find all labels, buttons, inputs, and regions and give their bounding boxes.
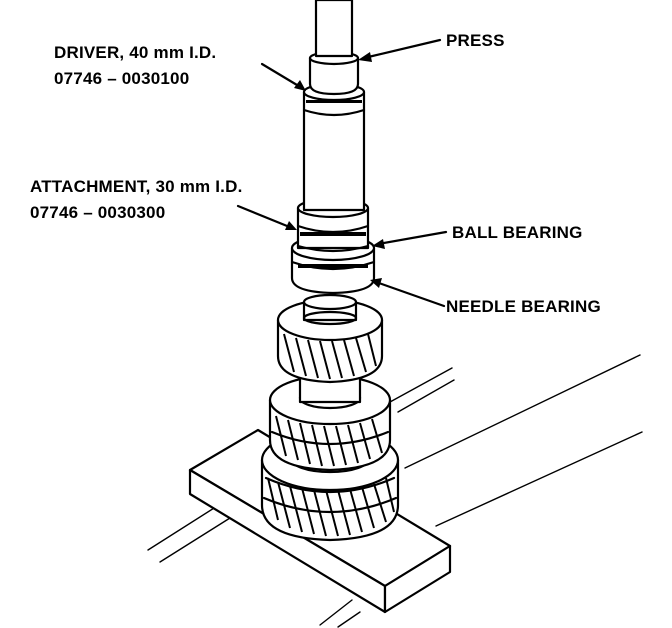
needle-bearing-label: NEEDLE BEARING (446, 297, 601, 316)
driver-label-line1: DRIVER, 40 mm I.D. (54, 43, 216, 62)
ball-bearing-label: BALL BEARING (452, 223, 583, 242)
leader-lines (236, 38, 448, 308)
driver (302, 82, 366, 212)
attachment-label-line1: ATTACHMENT, 30 mm I.D. (30, 177, 243, 196)
callout-labels: DRIVER, 40 mm I.D. 07746 – 0030100 PRESS… (30, 31, 601, 316)
driver-label-line2: 07746 – 0030100 (54, 69, 189, 88)
gear-stack (260, 293, 400, 542)
press-table-rails (147, 354, 643, 628)
attachment-label-line2: 07746 – 0030300 (30, 203, 165, 222)
press-label: PRESS (446, 31, 505, 50)
needle-bearing (302, 293, 358, 326)
press-ram (308, 0, 360, 96)
